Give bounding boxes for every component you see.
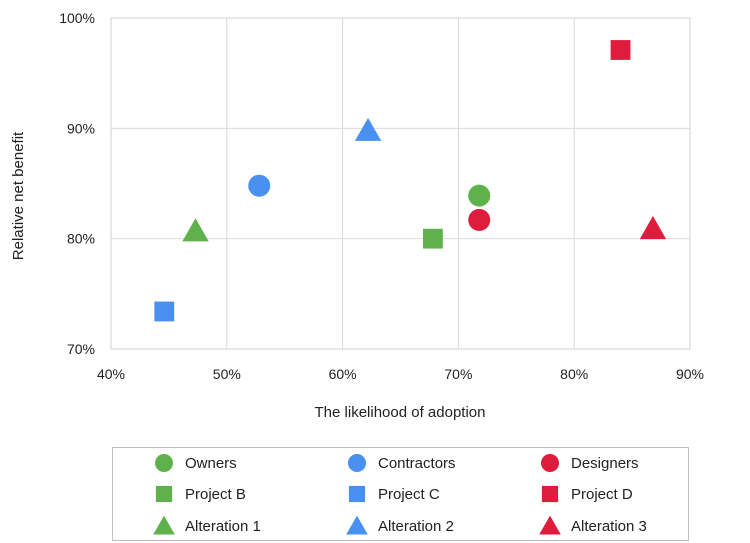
- x-tick-label: 50%: [213, 366, 241, 382]
- legend-marker-circle-icon: [541, 454, 559, 472]
- tick-labels: 40% 50% 60% 70% 80% 90% 70% 80% 90% 100%: [59, 10, 704, 382]
- legend-item: Project B: [151, 482, 246, 506]
- data-point: [639, 216, 667, 240]
- x-tick-label: 40%: [97, 366, 125, 382]
- legend-item: Alteration 3: [537, 514, 647, 538]
- legend-marker: [155, 485, 173, 503]
- legend-label: Project D: [571, 485, 633, 503]
- legend-marker: [348, 485, 366, 503]
- legend-label: Owners: [185, 454, 237, 472]
- legend-label: Alteration 1: [185, 517, 261, 535]
- legend-label: Contractors: [378, 454, 456, 472]
- data-point: [182, 218, 209, 242]
- legend-marker-circle-icon: [348, 454, 366, 472]
- legend-marker-triangle-icon: [539, 515, 561, 535]
- legend-item: Alteration 1: [151, 514, 261, 538]
- legend-marker: [346, 515, 368, 535]
- legend-marker: [539, 515, 561, 535]
- data-point: [610, 40, 631, 60]
- legend-item: Owners: [151, 451, 237, 475]
- x-tick-label: 60%: [329, 366, 357, 382]
- data-point: [154, 301, 175, 322]
- y-tick-label: 80%: [67, 231, 95, 247]
- data-point: [468, 208, 491, 231]
- x-tick-label: 90%: [676, 366, 704, 382]
- data-point: [468, 184, 491, 207]
- y-tick-label: 70%: [67, 341, 95, 357]
- y-tick-label: 100%: [59, 10, 95, 26]
- legend-label: Project C: [378, 485, 440, 503]
- y-tick-label: 90%: [67, 120, 95, 136]
- legend-item: Designers: [537, 451, 639, 475]
- legend-marker-triangle-icon: [153, 515, 175, 535]
- legend-label: Designers: [571, 454, 639, 472]
- data-point: [354, 117, 382, 141]
- legend-marker-triangle-icon: [346, 515, 368, 535]
- legend-label: Alteration 2: [378, 517, 454, 535]
- x-axis-title: The likelihood of adoption: [315, 404, 486, 421]
- legend-item: Project C: [344, 482, 440, 506]
- legend-marker: [153, 515, 175, 535]
- data-point: [248, 174, 271, 197]
- legend-marker: [348, 454, 366, 472]
- legend-item: Contractors: [344, 451, 456, 475]
- legend-marker-square-icon: [541, 485, 559, 503]
- legend-marker: [541, 454, 559, 472]
- y-axis-title: Relative net benefit: [10, 131, 27, 260]
- legend-marker-square-icon: [348, 485, 366, 503]
- legend-label: Project B: [185, 485, 246, 503]
- x-tick-label: 80%: [560, 366, 588, 382]
- legend-item: Project D: [537, 482, 633, 506]
- legend-marker: [541, 485, 559, 503]
- legend-marker-square-icon: [155, 485, 173, 503]
- legend-marker-circle-icon: [155, 454, 173, 472]
- plot-area: [110, 17, 691, 350]
- data-point: [423, 228, 443, 249]
- legend-label: Alteration 3: [571, 517, 647, 535]
- legend-item: Alteration 2: [344, 514, 454, 538]
- data-points: [154, 40, 667, 322]
- x-tick-label: 70%: [444, 366, 472, 382]
- grid: [111, 18, 690, 349]
- legend-marker: [155, 454, 173, 472]
